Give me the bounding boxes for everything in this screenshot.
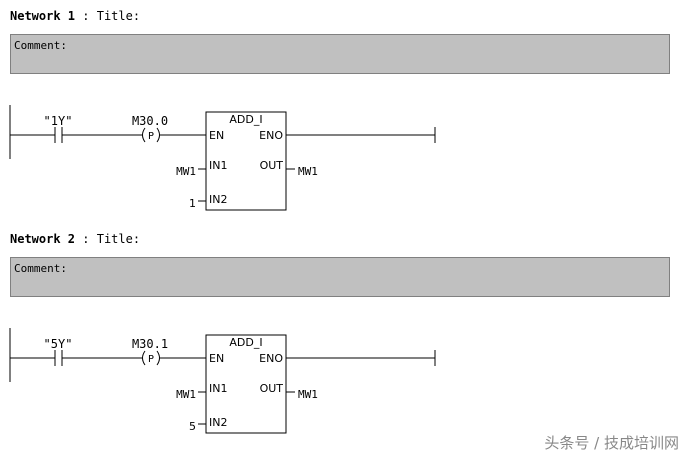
contact-label: "5Y" xyxy=(44,337,73,351)
en-pin: EN xyxy=(209,352,224,365)
in1-pin: IN1 xyxy=(209,382,227,395)
in2-value: 1 xyxy=(189,197,196,210)
comment-label: Comment: xyxy=(14,39,67,52)
eno-pin: ENO xyxy=(259,352,283,365)
comment-label: Comment: xyxy=(14,262,67,275)
pulse-symbol: P xyxy=(148,354,154,365)
network-2-comment[interactable]: Comment: xyxy=(10,257,670,297)
in1-value: MW1 xyxy=(176,388,196,401)
network-1-ladder[interactable]: "1Y" M30.0 P ADD_I EN ENO IN1 OUT IN2 MW… xyxy=(0,105,689,225)
network-label: Network 1 xyxy=(10,9,76,23)
eno-pin: ENO xyxy=(259,129,283,142)
in1-pin: IN1 xyxy=(209,159,227,172)
pulse-address: M30.1 xyxy=(132,337,168,351)
network-title: : Title: xyxy=(82,9,141,23)
network-title: : Title: xyxy=(82,232,141,246)
en-pin: EN xyxy=(209,129,224,142)
network-1-header[interactable]: Network 1 : Title: xyxy=(10,9,140,23)
block-name: ADD_I xyxy=(229,113,262,126)
pulse-symbol: P xyxy=(148,131,154,142)
contact-label: "1Y" xyxy=(44,114,73,128)
network-1-comment[interactable]: Comment: xyxy=(10,34,670,74)
out-pin: OUT xyxy=(260,159,284,172)
out-value: MW1 xyxy=(298,388,318,401)
out-pin: OUT xyxy=(260,382,284,395)
block-name: ADD_I xyxy=(229,336,262,349)
pulse-address: M30.0 xyxy=(132,114,168,128)
network-label: Network 2 xyxy=(10,232,76,246)
in2-value: 5 xyxy=(189,420,196,433)
in2-pin: IN2 xyxy=(209,193,227,206)
in1-value: MW1 xyxy=(176,165,196,178)
watermark: 头条号 / 技成培训网 xyxy=(544,434,679,452)
out-value: MW1 xyxy=(298,165,318,178)
network-2-header[interactable]: Network 2 : Title: xyxy=(10,232,140,246)
network-2-ladder[interactable]: "5Y" M30.1 P ADD_I EN ENO IN1 OUT IN2 MW… xyxy=(0,328,689,448)
in2-pin: IN2 xyxy=(209,416,227,429)
